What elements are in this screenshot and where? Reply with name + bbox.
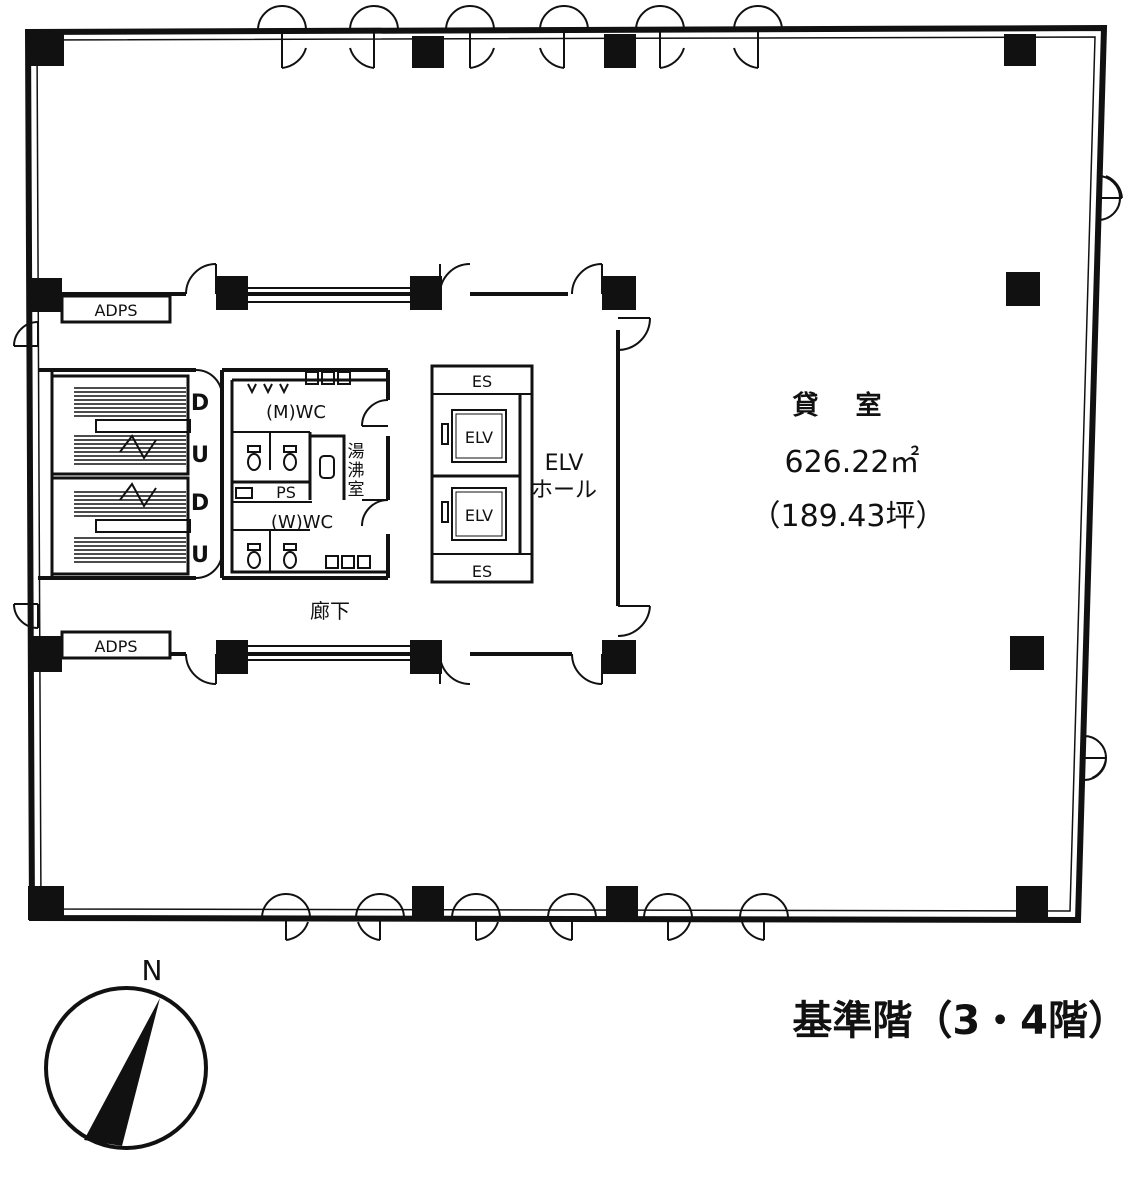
adps-label: ADPS — [94, 301, 137, 320]
north-label: N — [142, 954, 163, 987]
wc-block — [230, 378, 386, 574]
column — [410, 276, 442, 310]
kitchenette-label: 沸 — [348, 461, 365, 481]
elevator-label: ELV — [465, 506, 493, 525]
stair-down-label: D — [191, 391, 209, 416]
column — [604, 34, 636, 68]
stairs — [50, 374, 191, 576]
column — [412, 886, 444, 918]
door-swing-icon — [261, 893, 789, 941]
es-label: ES — [472, 562, 492, 581]
elevator-label: ELV — [465, 428, 493, 447]
adps-room-bottom: ADPS — [60, 630, 172, 660]
toilet-icon — [235, 371, 371, 569]
rental-area-sqm: 626.22㎡ — [785, 445, 920, 480]
rental-room-label: 貸 室 — [791, 390, 895, 421]
column — [28, 886, 64, 920]
outer-walls — [24, 24, 1108, 924]
wc-women-label: (W)WC — [271, 512, 333, 533]
floor-title: 基準階（3・4階） — [792, 998, 1128, 1044]
column — [1010, 636, 1044, 670]
door-swing-icon — [1083, 175, 1123, 781]
columns — [28, 30, 1048, 920]
adps-label: ADPS — [94, 637, 137, 656]
kitchenette-label: 湯 — [348, 442, 365, 462]
column — [602, 640, 636, 674]
column — [28, 278, 62, 312]
wc-men-label: (M)WC — [266, 402, 326, 423]
es-label: ES — [472, 372, 492, 391]
corridor-label: 廊下 — [310, 599, 350, 623]
adps-room-top: ADPS — [60, 294, 172, 324]
column — [216, 276, 248, 310]
door-swing-icon — [257, 5, 783, 69]
column — [28, 636, 62, 672]
elv-hall-label: ホール — [531, 478, 597, 503]
kitchenette-label: 室 — [348, 480, 365, 500]
column — [606, 886, 638, 918]
stair-up-label: U — [191, 543, 209, 568]
compass-icon: N — [44, 954, 208, 1150]
rental-area-tsubo: （189.43坪） — [751, 499, 946, 534]
stair-up-label: U — [191, 443, 209, 468]
column — [1004, 34, 1036, 66]
column — [216, 640, 248, 674]
door-swing-icon — [13, 263, 651, 685]
column — [412, 36, 444, 68]
column — [28, 30, 64, 66]
ps-label: PS — [276, 483, 296, 502]
column — [1006, 272, 1040, 306]
column — [1016, 886, 1048, 918]
stair-down-label: D — [191, 491, 209, 516]
elv-hall-label: ELV — [545, 451, 584, 476]
elevator-shaft — [430, 364, 534, 584]
column — [410, 640, 442, 674]
